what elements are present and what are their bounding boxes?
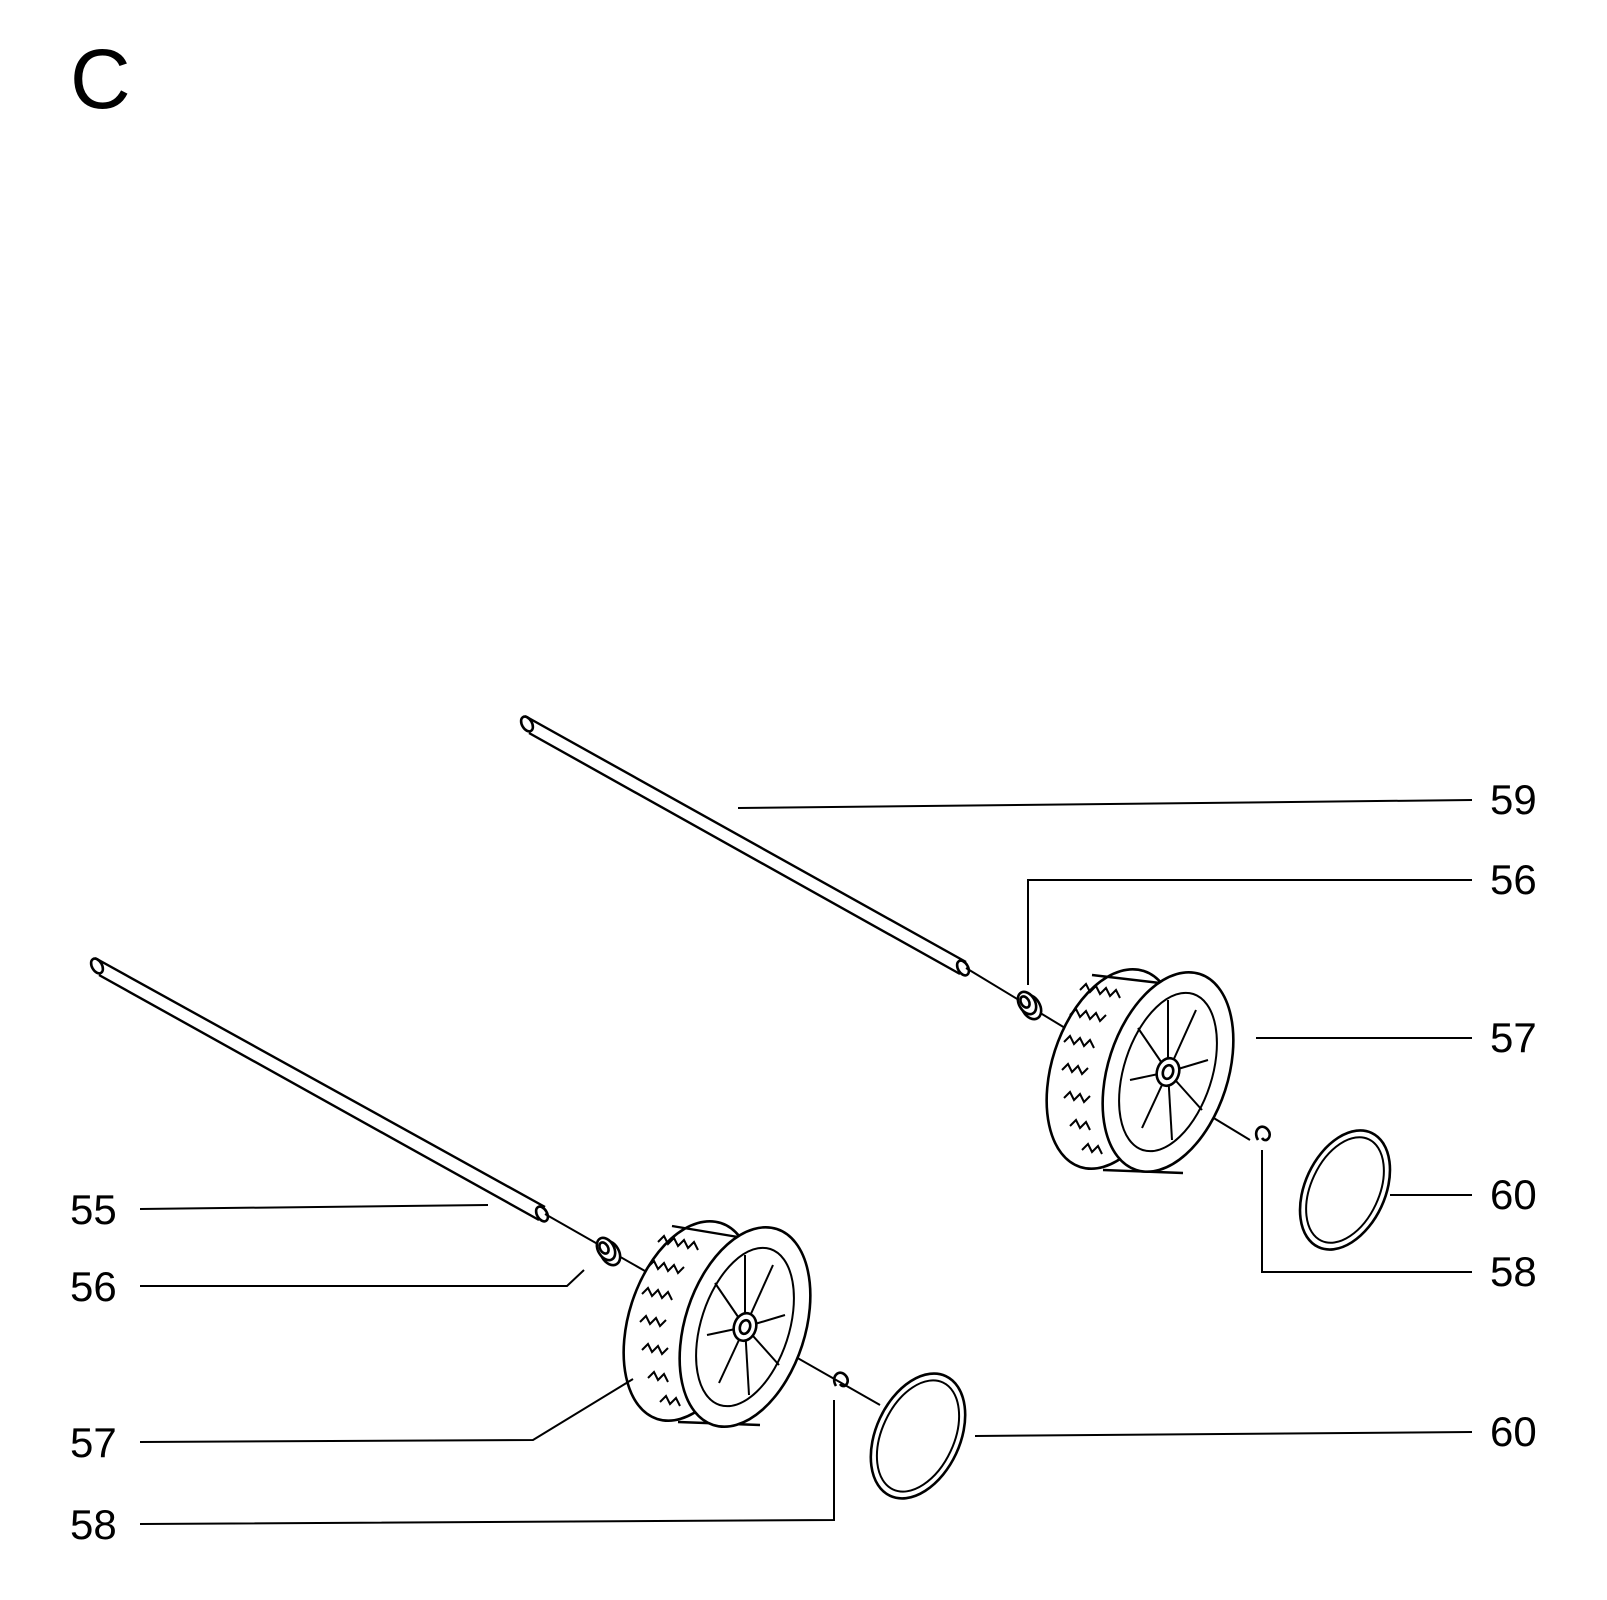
leader-lines [139, 799, 1473, 1525]
upper-clip [1254, 1125, 1272, 1142]
callout-60-upper: 60 [1490, 1171, 1537, 1218]
callout-59: 59 [1490, 776, 1537, 823]
upper-hubcap [1298, 1129, 1392, 1251]
lower-axle [89, 956, 550, 1223]
lower-wheel [622, 1220, 812, 1428]
upper-assembly [519, 714, 1392, 1251]
lower-assembly [89, 956, 967, 1500]
upper-wheel [1045, 968, 1235, 1175]
callout-56-lower: 56 [70, 1263, 117, 1310]
callout-58-upper: 58 [1490, 1248, 1537, 1295]
lower-bushing [595, 1236, 622, 1267]
lower-hubcap [869, 1372, 967, 1500]
callout-58-lower: 58 [70, 1501, 117, 1548]
callout-57-upper: 57 [1490, 1014, 1537, 1061]
callout-60-lower: 60 [1490, 1408, 1537, 1455]
upper-bushing [1016, 990, 1043, 1021]
callout-57-lower: 57 [70, 1419, 117, 1466]
callout-55: 55 [70, 1186, 117, 1233]
lower-clip [832, 1371, 850, 1388]
callout-56-upper: 56 [1490, 856, 1537, 903]
section-letter: C [70, 32, 131, 126]
upper-axle [519, 714, 971, 977]
